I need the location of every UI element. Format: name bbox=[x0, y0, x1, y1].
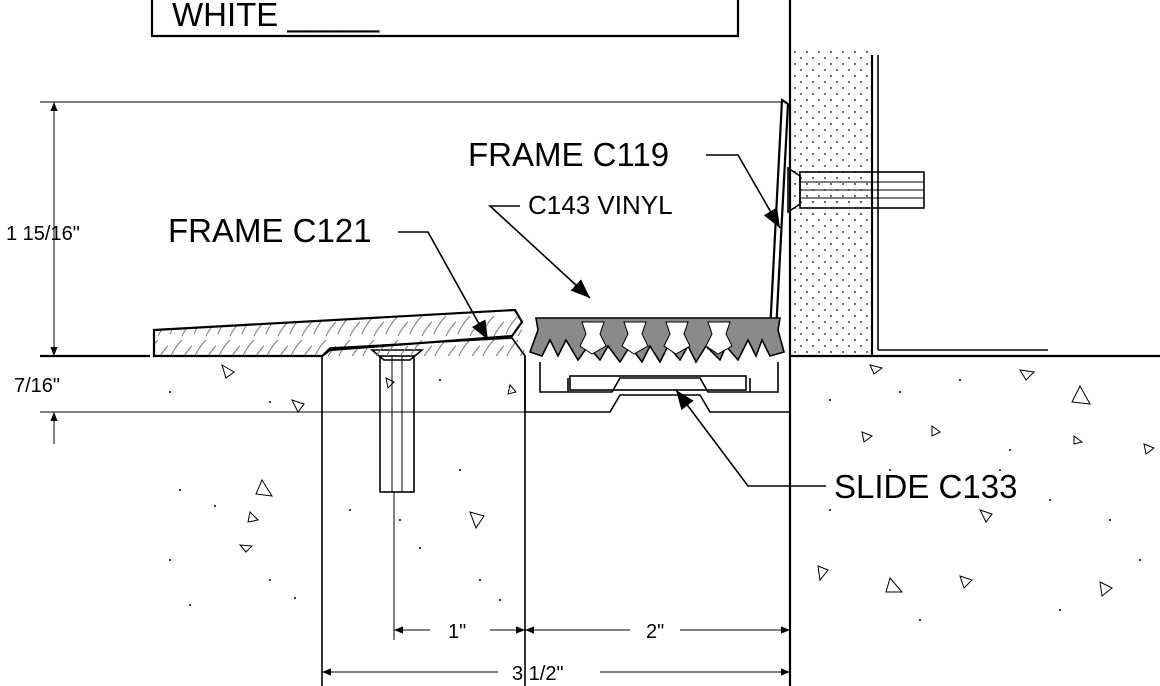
label-frame-c121: FRAME C121 bbox=[168, 212, 489, 341]
slide-c133-label: SLIDE C133 bbox=[834, 468, 1017, 505]
height-total-label: 1 15/16" bbox=[6, 223, 80, 245]
dimension-width-total: 3 1/2" bbox=[322, 663, 790, 685]
label-slide-c133: SLIDE C133 bbox=[675, 389, 1017, 505]
dimension-height-total: 1 15/16" bbox=[6, 101, 782, 356]
frame-c121-shape bbox=[152, 308, 791, 413]
concrete-slab bbox=[40, 354, 1156, 686]
frame-c119-label: FRAME C119 bbox=[468, 136, 669, 173]
label-frame-c119: FRAME C119 bbox=[468, 136, 781, 229]
dimension-height-below: 7/16" bbox=[14, 330, 525, 444]
width-total-label: 3 1/2" bbox=[512, 663, 564, 685]
width-1-label: 1" bbox=[448, 621, 466, 643]
width-2-label: 2" bbox=[646, 621, 664, 643]
anchor-bolt bbox=[369, 349, 425, 493]
frame-c121-label: FRAME C121 bbox=[168, 212, 372, 249]
label-c143-vinyl: C143 VINYL bbox=[487, 190, 673, 299]
vinyl-cutouts bbox=[579, 321, 733, 355]
height-below-label: 7/16" bbox=[14, 375, 60, 397]
title-box-text: WHITE _____ bbox=[172, 0, 380, 33]
c143-vinyl-label: C143 VINYL bbox=[528, 190, 673, 220]
title-box: WHITE _____ bbox=[150, 0, 740, 38]
dimension-width-1: 1" bbox=[393, 492, 525, 643]
c143-vinyl-shape bbox=[528, 317, 785, 364]
slide-c133-shape bbox=[539, 362, 779, 393]
wall bbox=[787, 0, 1160, 686]
dimension-width-2: 2" bbox=[525, 621, 790, 643]
